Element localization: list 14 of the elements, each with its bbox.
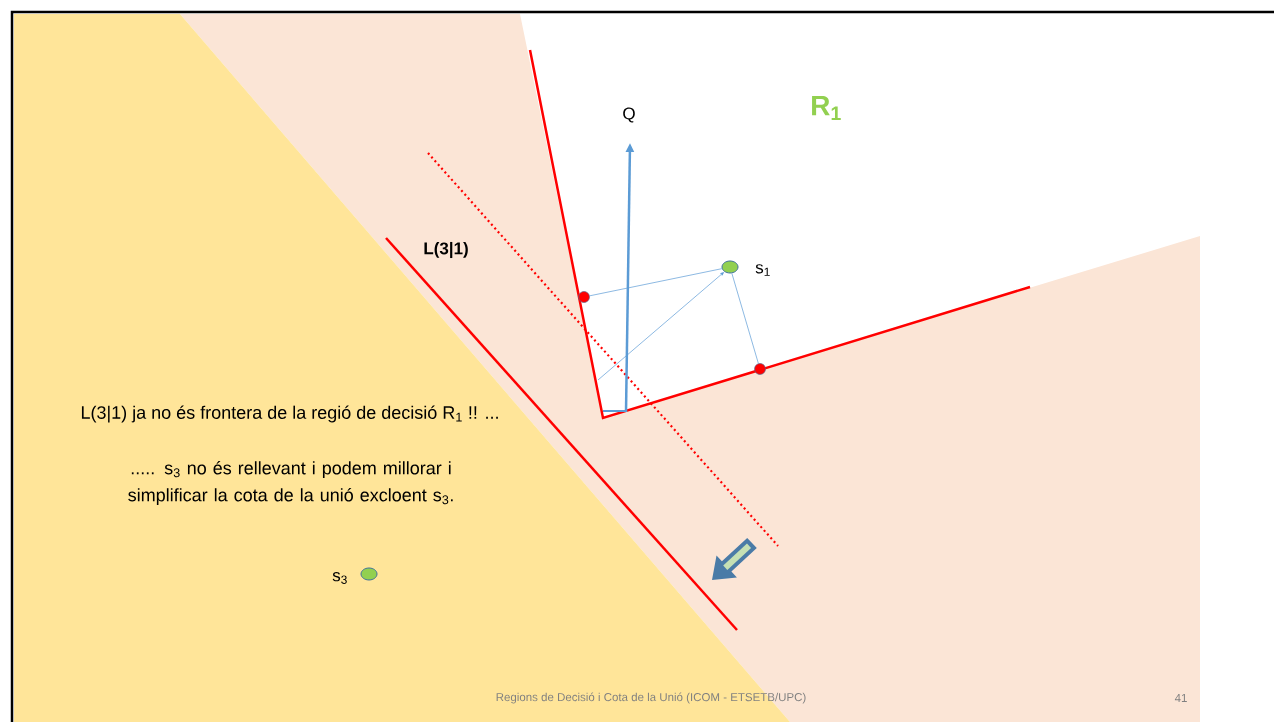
projection-line [731,273,759,364]
line-label: L(3|1) [424,241,468,259]
page-number: 41 [1174,694,1187,702]
region-label: R$_{1}$ [812,95,841,121]
point-label: s$_{3}$ [332,572,347,584]
projection-line [597,272,724,381]
projection-line [589,268,723,297]
point-label: s$_{1}$ [755,264,770,276]
footer-text: Regions de Decisió i Cota de la Unió (ICOM - ETSETB/UPC) [496,692,806,704]
note-text: L(3|1) ja no és frontera de la regió de decisió R$_{1}$ !! ... [81,405,498,423]
axis-label: Q [623,107,635,123]
note-text: ..... s$_{3}$ no és rellevant i podem millorar i simplificar la cota de la unió excloent s$_{3}$. [128,461,453,505]
signal-point [721,260,739,274]
signal-point [360,567,378,581]
